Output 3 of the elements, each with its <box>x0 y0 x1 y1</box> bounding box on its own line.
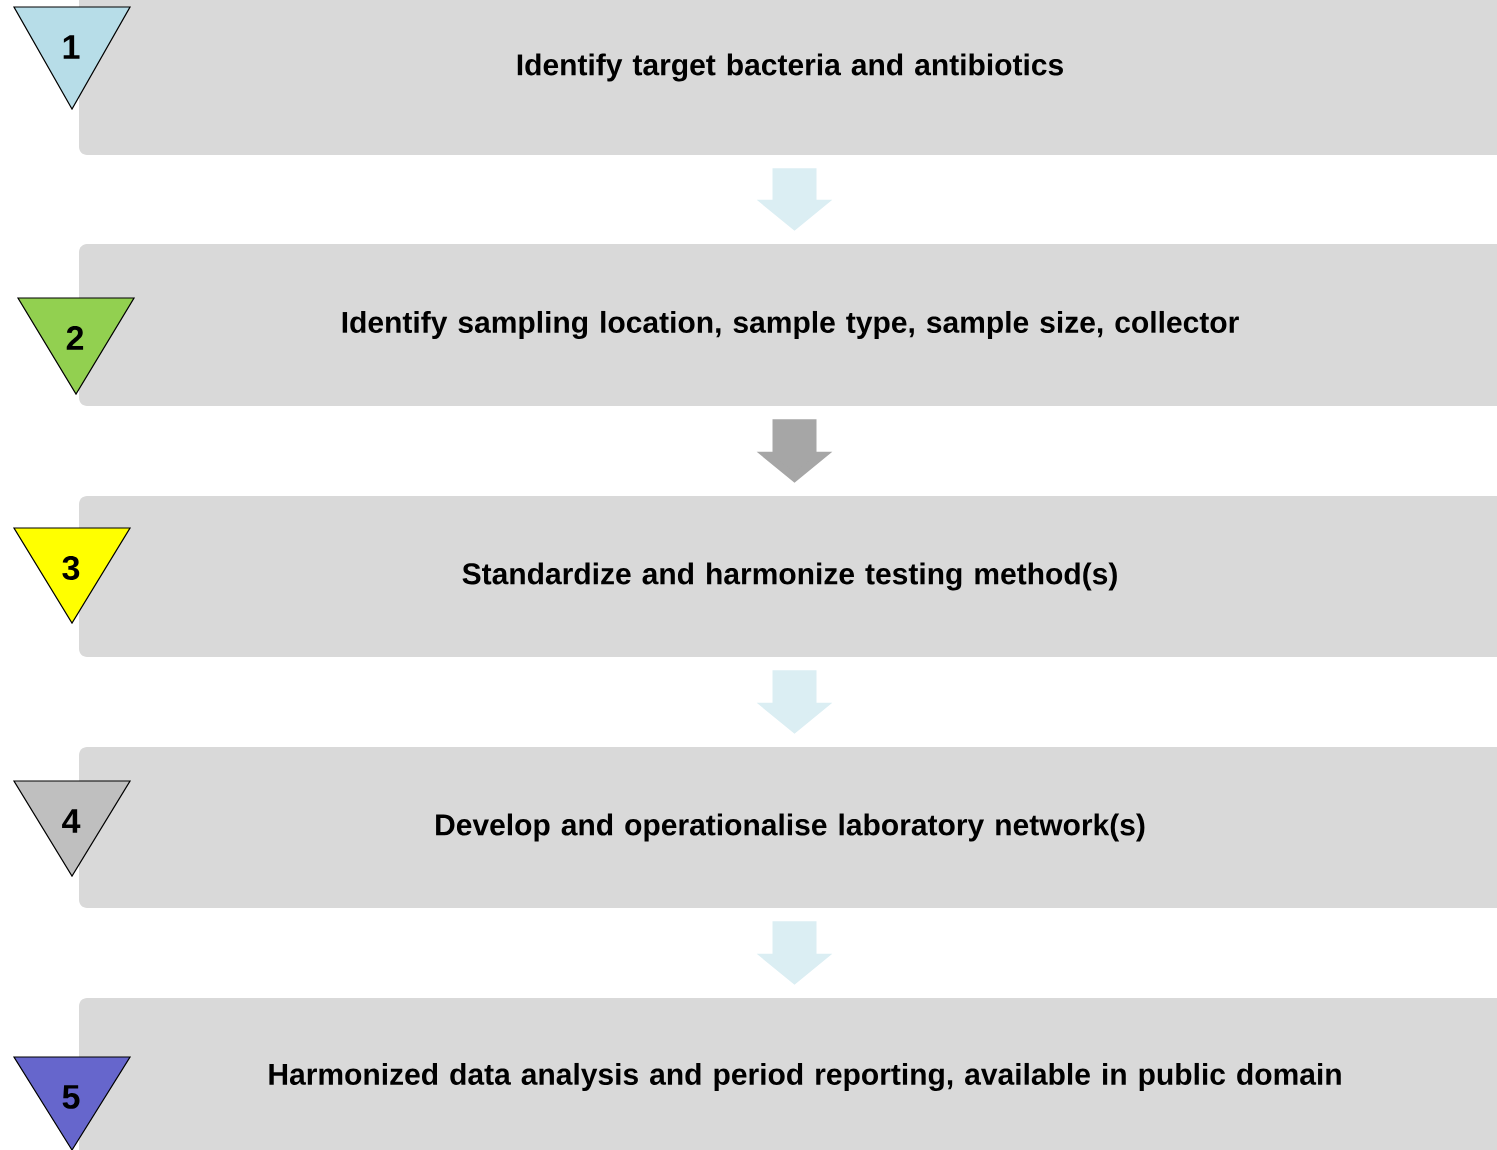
step-box: Identify target bacteria and antibiotics <box>79 0 1497 155</box>
step-box: Harmonized data analysis and period reporting, available in public domain <box>79 998 1497 1150</box>
step-box: Standardize and harmonize testing method(s) <box>79 496 1497 657</box>
